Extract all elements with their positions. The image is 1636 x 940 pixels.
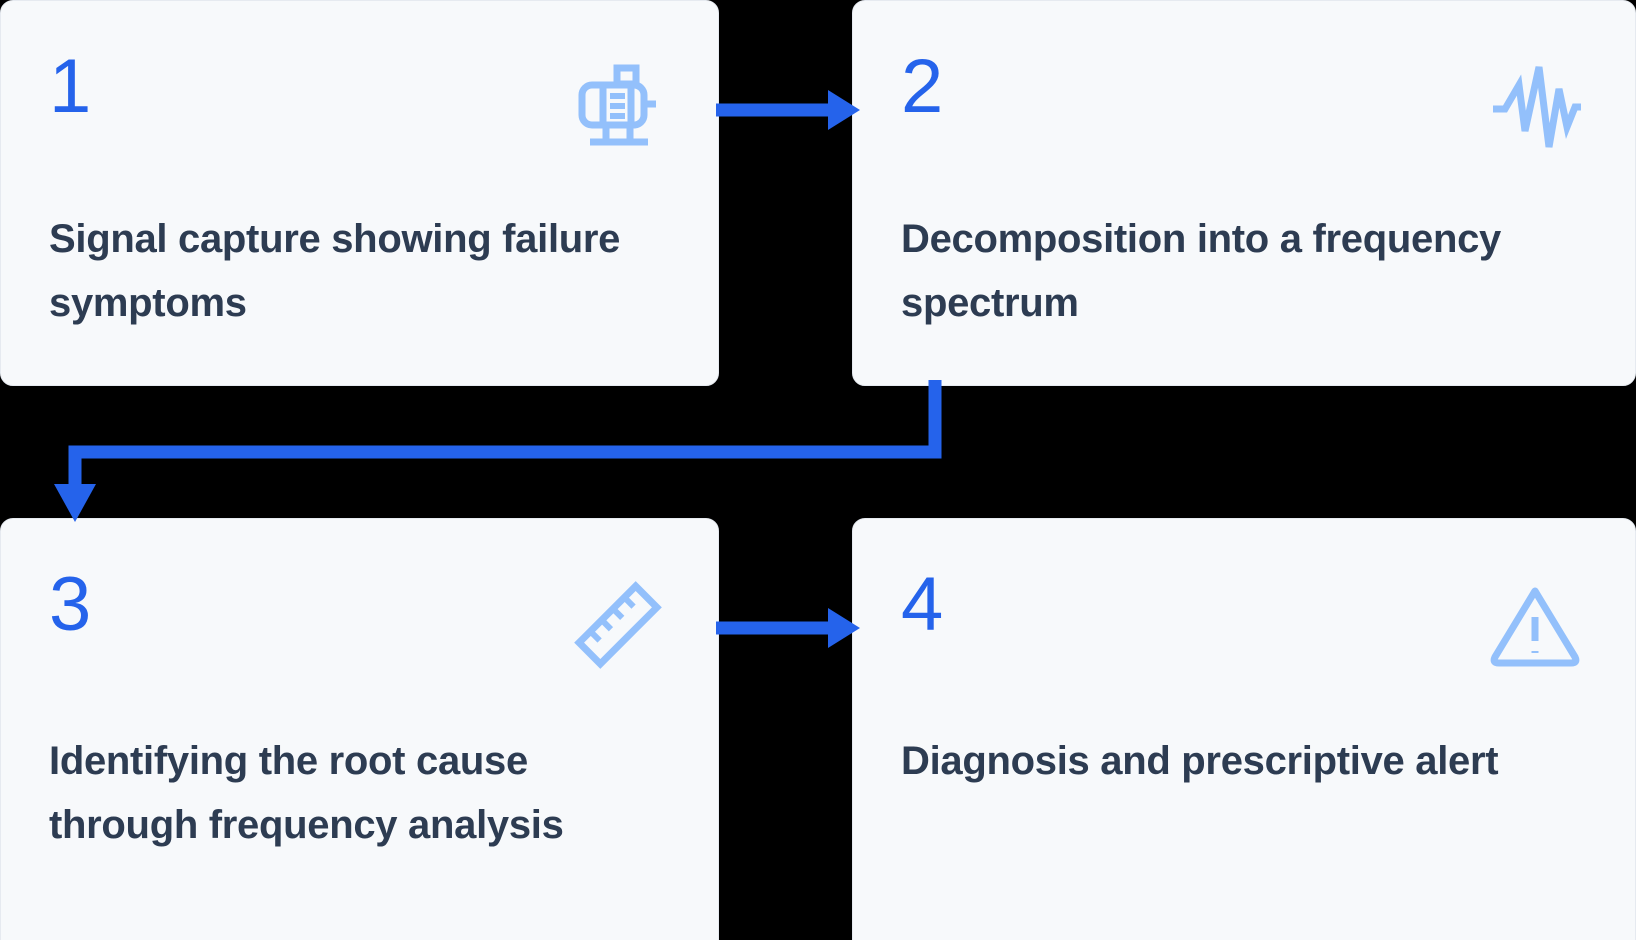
step-number-2: 2 xyxy=(901,44,943,129)
step-card-2[interactable]: 2 Decomposition into a frequency spectru… xyxy=(852,0,1636,386)
step-number-4: 4 xyxy=(901,562,943,647)
step-card-1[interactable]: 1 Signal capture showing failure symptom… xyxy=(0,0,719,386)
step-text-4: Diagnosis and prescriptive alert xyxy=(901,739,1499,783)
waveform-icon xyxy=(1493,66,1581,148)
step-number-1: 1 xyxy=(49,44,91,129)
step-card-4[interactable]: 4 Diagnosis and prescriptive alert xyxy=(852,518,1636,940)
connector-arrow-2-to-3 xyxy=(54,380,942,522)
connector-arrow-3-to-4 xyxy=(716,608,860,648)
step-text-1: Signal capture showing failure symptoms xyxy=(49,217,621,325)
warning-triangle-icon xyxy=(1490,587,1580,667)
connector-arrow-1-to-2 xyxy=(716,90,860,130)
ruler-icon xyxy=(574,581,662,669)
step-card-3[interactable]: 3 Identifying the root cause through fre… xyxy=(0,518,719,940)
step-text-3: Identifying the root cause through frequ… xyxy=(49,739,564,847)
step-text-2: Decomposition into a frequency spectrum xyxy=(901,217,1501,325)
motor-icon xyxy=(578,64,656,146)
step-number-3: 3 xyxy=(49,562,91,647)
